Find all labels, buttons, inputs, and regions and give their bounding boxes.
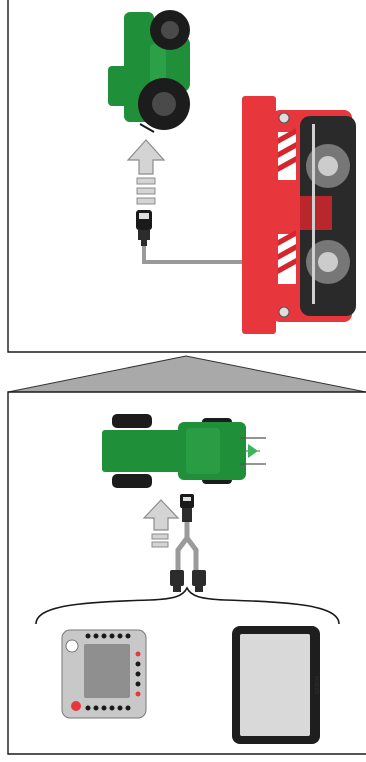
y-cable-icon: [170, 494, 206, 592]
tablet-side-label: ISOBUS: [313, 676, 319, 696]
device-group-brace: [35, 586, 340, 625]
control-terminal-icon: [61, 629, 147, 719]
top-panel: [7, 0, 366, 353]
isobus-cable: [142, 246, 244, 264]
bottom-panel: ISOBUS: [7, 391, 366, 755]
bottom-panel-frame: [7, 391, 366, 755]
isobus-tablet-icon: ISOBUS: [232, 626, 320, 744]
top-panel-frame: [7, 0, 366, 353]
zoom-connector-wedge: [7, 355, 366, 393]
fertilizer-spreader-icon: [242, 96, 356, 334]
tractor-top-view-icon: [108, 10, 190, 133]
isobus-plug-icon: [136, 210, 152, 246]
upward-arrow-icon: [142, 499, 180, 548]
warning-stripes: [278, 128, 296, 284]
upward-arrow-icon: [126, 139, 166, 205]
tractor-top-view-icon: [102, 414, 266, 488]
